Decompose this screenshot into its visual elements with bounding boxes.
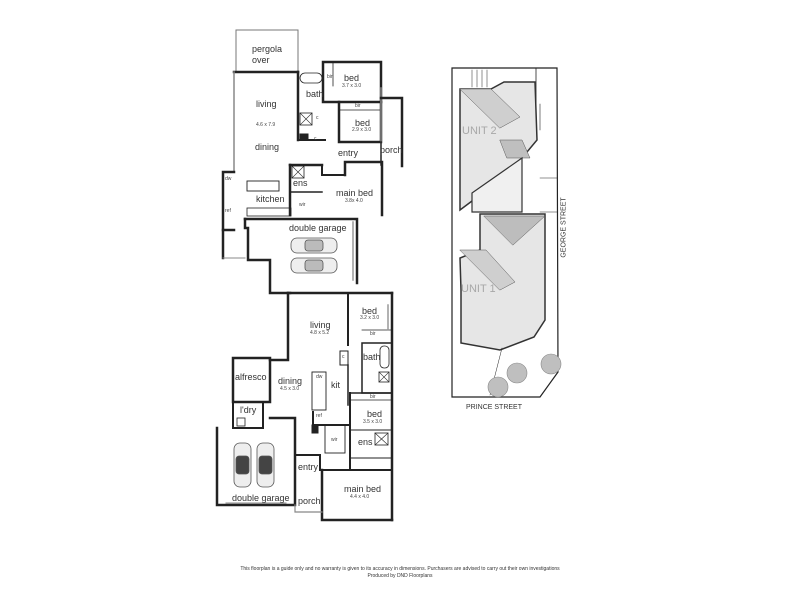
disclaimer-text: This floorplan is a guide only and no wa… (240, 566, 560, 572)
room-alfresco-u1: alfresco (235, 372, 267, 382)
room-bed1-u2: bed (344, 73, 360, 83)
dim-bed2-u2: 2.9 x 3.0 (352, 127, 372, 133)
site-plan (451, 67, 559, 398)
room-ens-u2: ens (293, 178, 308, 188)
room-bed2-u1: bed (367, 409, 383, 419)
dim-living-u1: 4.8 x 5.2 (310, 330, 330, 336)
street-prince: PRINCE STREET (466, 404, 523, 411)
room-porch-u1: porch (298, 496, 321, 506)
dim-dining-u1: 4.5 x 3.0 (280, 386, 300, 392)
bir-label: bir (355, 103, 361, 109)
room-bath-u2: bath (306, 89, 324, 99)
room-garage-u1: double garage (232, 493, 290, 503)
cupboard-label: c (316, 115, 319, 121)
dim-bed2-u1: 3.5 x 3.0 (363, 419, 383, 425)
room-bed1-u1: bed (362, 306, 378, 316)
tree-icons (487, 353, 562, 398)
room-kit-u1: kit (331, 380, 340, 390)
bir-label: bir (370, 331, 376, 337)
wir-label: wir (331, 437, 338, 443)
unit1-label: UNIT 1 (461, 283, 496, 295)
dim-mainbed-u2: 3.8x 4.0 (345, 198, 363, 204)
unit1-walls (215, 291, 394, 522)
dim-bed1-u2: 3.7 x 3.0 (342, 83, 362, 89)
room-dining-u1: dining (278, 376, 303, 386)
unit2-label: UNIT 2 (462, 125, 497, 137)
bir-label: bir (327, 74, 333, 80)
room-pergola: pergola (252, 44, 283, 54)
room-living-u2: living (256, 99, 277, 109)
dw-label: dw (225, 176, 232, 182)
room-mainbed-u2: main bed (336, 188, 374, 198)
wir-label: wir (299, 202, 306, 208)
dim-bed1-u1: 3.2 x 3.0 (360, 315, 380, 321)
ref-label: ref (316, 413, 322, 419)
street-george: GEORGE STREET (560, 197, 568, 258)
room-kitchen-u2: kitchen (256, 194, 285, 204)
room-dining-u2: dining (255, 142, 280, 152)
room-living-u1: living (310, 320, 331, 330)
room-entry-u2: entry (338, 148, 359, 158)
room-porch-u2: porch (380, 145, 403, 155)
dw-label: dw (316, 374, 323, 380)
room-pergola-over: over (252, 55, 270, 65)
cupboard-label: c (342, 354, 345, 360)
dim-living-u2: 4.6 x 7.9 (256, 122, 276, 128)
room-bed2-u2: bed (355, 118, 371, 128)
bir-label: bir (370, 394, 376, 400)
cupboard-label: c (314, 136, 317, 142)
room-mainbed-u1: main bed (344, 484, 382, 494)
room-bath-u1: bath (363, 352, 381, 362)
room-ens-u1: ens (358, 437, 373, 447)
room-garage-u2: double garage (289, 223, 347, 233)
credit-text: Produced by DND Floorplans (367, 573, 433, 579)
room-laundry-u1: l'dry (240, 405, 257, 415)
dim-mainbed-u1: 4.4 x 4.0 (350, 494, 370, 500)
car-icons (233, 237, 338, 488)
ref-label: ref (225, 208, 231, 214)
room-entry-u1: entry (298, 462, 319, 472)
unit2-walls (221, 29, 404, 295)
